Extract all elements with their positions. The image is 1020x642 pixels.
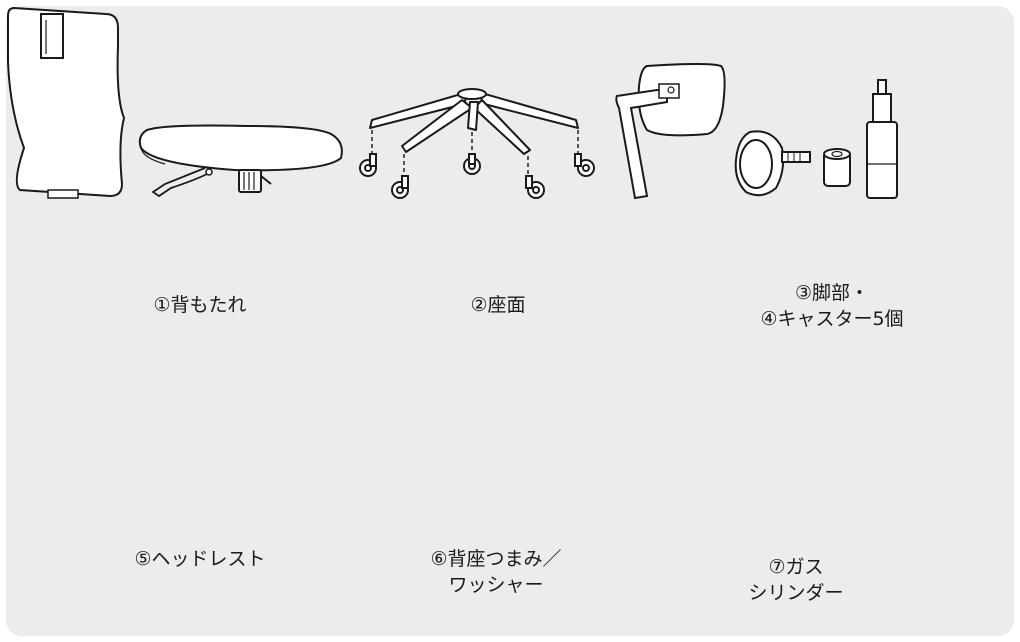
label-line: シリンダー — [748, 582, 844, 604]
backrest-illustration — [7, 6, 126, 199]
label-line: ①背もたれ — [153, 294, 247, 316]
label-line: ④キャスター5個 — [760, 308, 904, 330]
parts-panel: ①背もたれ ②座面 — [6, 6, 1014, 636]
part-label-2: ②座面 — [408, 292, 588, 318]
base-casters-illustration — [359, 88, 596, 199]
seat-illustration — [138, 124, 343, 198]
headrest-illustration — [615, 63, 726, 200]
part-label-7: ⑦ガス シリンダー — [706, 554, 886, 606]
label-line: ⑤ヘッドレスト — [134, 548, 266, 570]
part-label-6: ⑥背座つまみ／ ワッシャー — [396, 546, 596, 598]
label-line: ワッシャー — [448, 574, 544, 596]
knob-washer-illustration — [735, 130, 852, 197]
part-label-3-4: ③脚部・ ④キャスター5個 — [722, 280, 942, 332]
part-label-5: ⑤ヘッドレスト — [100, 546, 300, 572]
label-line: ②座面 — [470, 294, 526, 316]
label-line: ⑥背座つまみ／ — [430, 548, 562, 570]
gas-cylinder-illustration — [866, 79, 899, 199]
label-line: ③脚部・ — [794, 282, 870, 304]
label-line: ⑦ガス — [768, 556, 824, 578]
part-label-1: ①背もたれ — [100, 292, 300, 318]
